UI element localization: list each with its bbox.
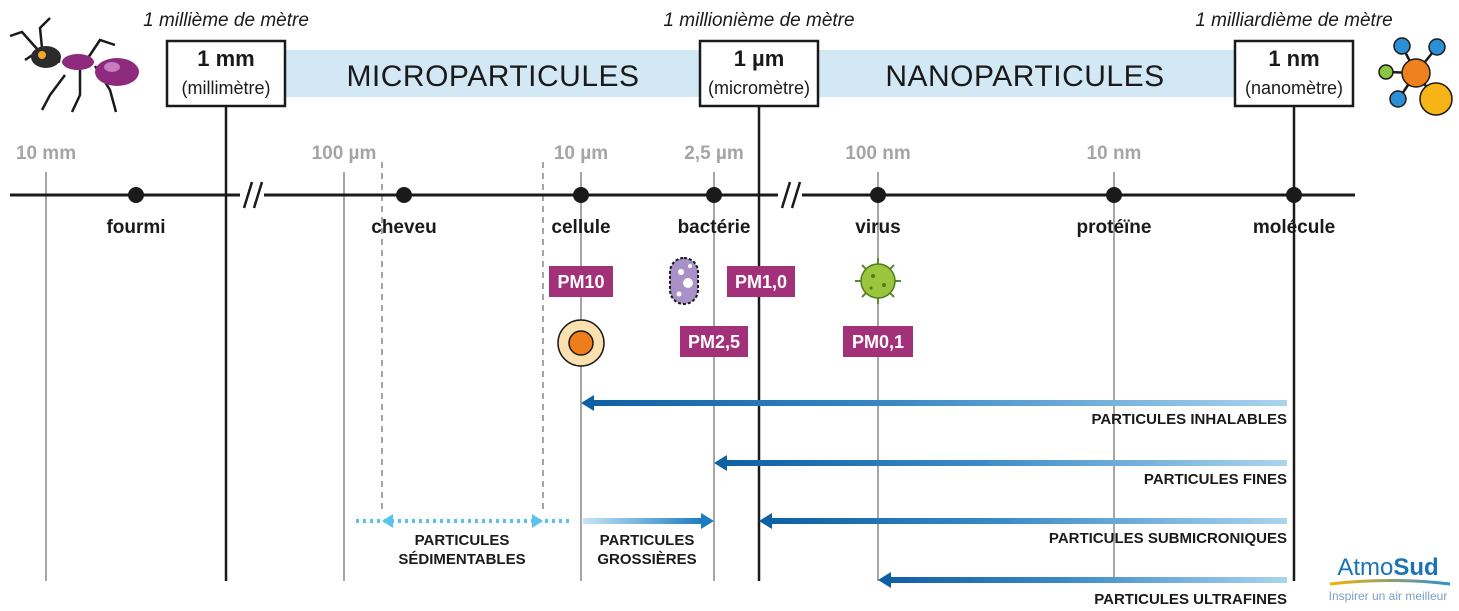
object-label-molecule: molécule [1253, 217, 1335, 238]
atmosud-logo: AtmoSud Inspirer un air meilleur [1329, 554, 1451, 603]
cell-illustration [557, 319, 605, 367]
tick-lines [45, 172, 1115, 581]
svg-text:PM10: PM10 [557, 272, 604, 292]
svg-text:AtmoSud: AtmoSud [1337, 554, 1438, 581]
label-grossieres-2: GROSSIÈRES [597, 551, 696, 568]
svg-text:PM1,0: PM1,0 [735, 272, 787, 292]
svg-text:(nanomètre): (nanomètre) [1245, 78, 1343, 98]
pm-badge-pm01: PM0,1 [843, 326, 913, 357]
tick-label: 100 µm [312, 143, 377, 164]
arrow-inhalables [581, 395, 1287, 411]
axis-dots [128, 187, 1302, 203]
svg-text:(millimètre): (millimètre) [182, 78, 271, 98]
arrow-fines [714, 455, 1287, 471]
tick-label: 10 mm [16, 143, 76, 164]
label-grossieres-1: PARTICULES [600, 532, 695, 549]
unit-box-mm: 1 mm (millimètre) [165, 39, 287, 108]
object-label-proteine: protéïne [1077, 217, 1152, 238]
object-label-virus: virus [855, 217, 900, 238]
svg-text:1 µm: 1 µm [734, 46, 785, 71]
unit-box-um: 1 µm (micromètre) [698, 39, 820, 108]
ant-illustration [9, 17, 139, 113]
pm-badge-pm1: PM1,0 [727, 266, 795, 297]
object-label-fourmi: fourmi [106, 217, 165, 238]
unit-caption-nm: 1 milliardième de mètre [1195, 10, 1392, 31]
label-sedimentables-1: PARTICULES [415, 532, 510, 549]
unit-caption-um: 1 millionième de mètre [663, 10, 854, 31]
tick-label: 2,5 µm [684, 143, 744, 164]
sedimentable-bounds [381, 162, 544, 510]
axis-break-um [778, 180, 802, 210]
label-inhalables: PARTICULES INHALABLES [1091, 411, 1287, 428]
pm-badge-pm10: PM10 [549, 266, 613, 297]
tick-label: 10 µm [554, 143, 608, 164]
tick-label: 100 nm [845, 143, 910, 164]
pm-badge-pm25: PM2,5 [680, 326, 748, 357]
axis-break-mm [240, 180, 264, 210]
band-microparticules: MICROPARTICULES [346, 60, 639, 93]
arrow-ultrafines [878, 572, 1287, 588]
band-nanoparticules: NANOPARTICULES [885, 60, 1164, 93]
arrow-submicroniques [759, 513, 1287, 529]
label-sedimentables-2: SÉDIMENTABLES [398, 551, 525, 568]
virus-illustration [855, 258, 901, 304]
arrow-sedimentables [356, 514, 570, 528]
unit-box-nm: 1 nm (nanomètre) [1233, 39, 1355, 108]
svg-text:1 mm: 1 mm [197, 46, 254, 71]
svg-text:1 nm: 1 nm [1268, 46, 1319, 71]
object-label-cheveu: cheveu [371, 217, 436, 238]
bacterium-illustration [669, 257, 699, 305]
svg-text:PM0,1: PM0,1 [852, 332, 904, 352]
molecule-illustration [1378, 37, 1453, 116]
unit-caption-mm: 1 millième de mètre [143, 10, 309, 31]
label-fines: PARTICULES FINES [1144, 471, 1287, 488]
object-label-bacterie: bactérie [678, 217, 751, 238]
tick-label: 10 nm [1087, 143, 1142, 164]
object-label-cellule: cellule [551, 217, 610, 238]
arrow-grossieres [583, 513, 714, 529]
label-submicroniques: PARTICULES SUBMICRONIQUES [1049, 530, 1287, 547]
label-ultrafines: PARTICULES ULTRAFINES [1094, 591, 1287, 608]
svg-text:PM2,5: PM2,5 [688, 332, 740, 352]
svg-text:Inspirer un air meilleur: Inspirer un air meilleur [1329, 589, 1448, 603]
svg-text:(micromètre): (micromètre) [708, 78, 810, 98]
